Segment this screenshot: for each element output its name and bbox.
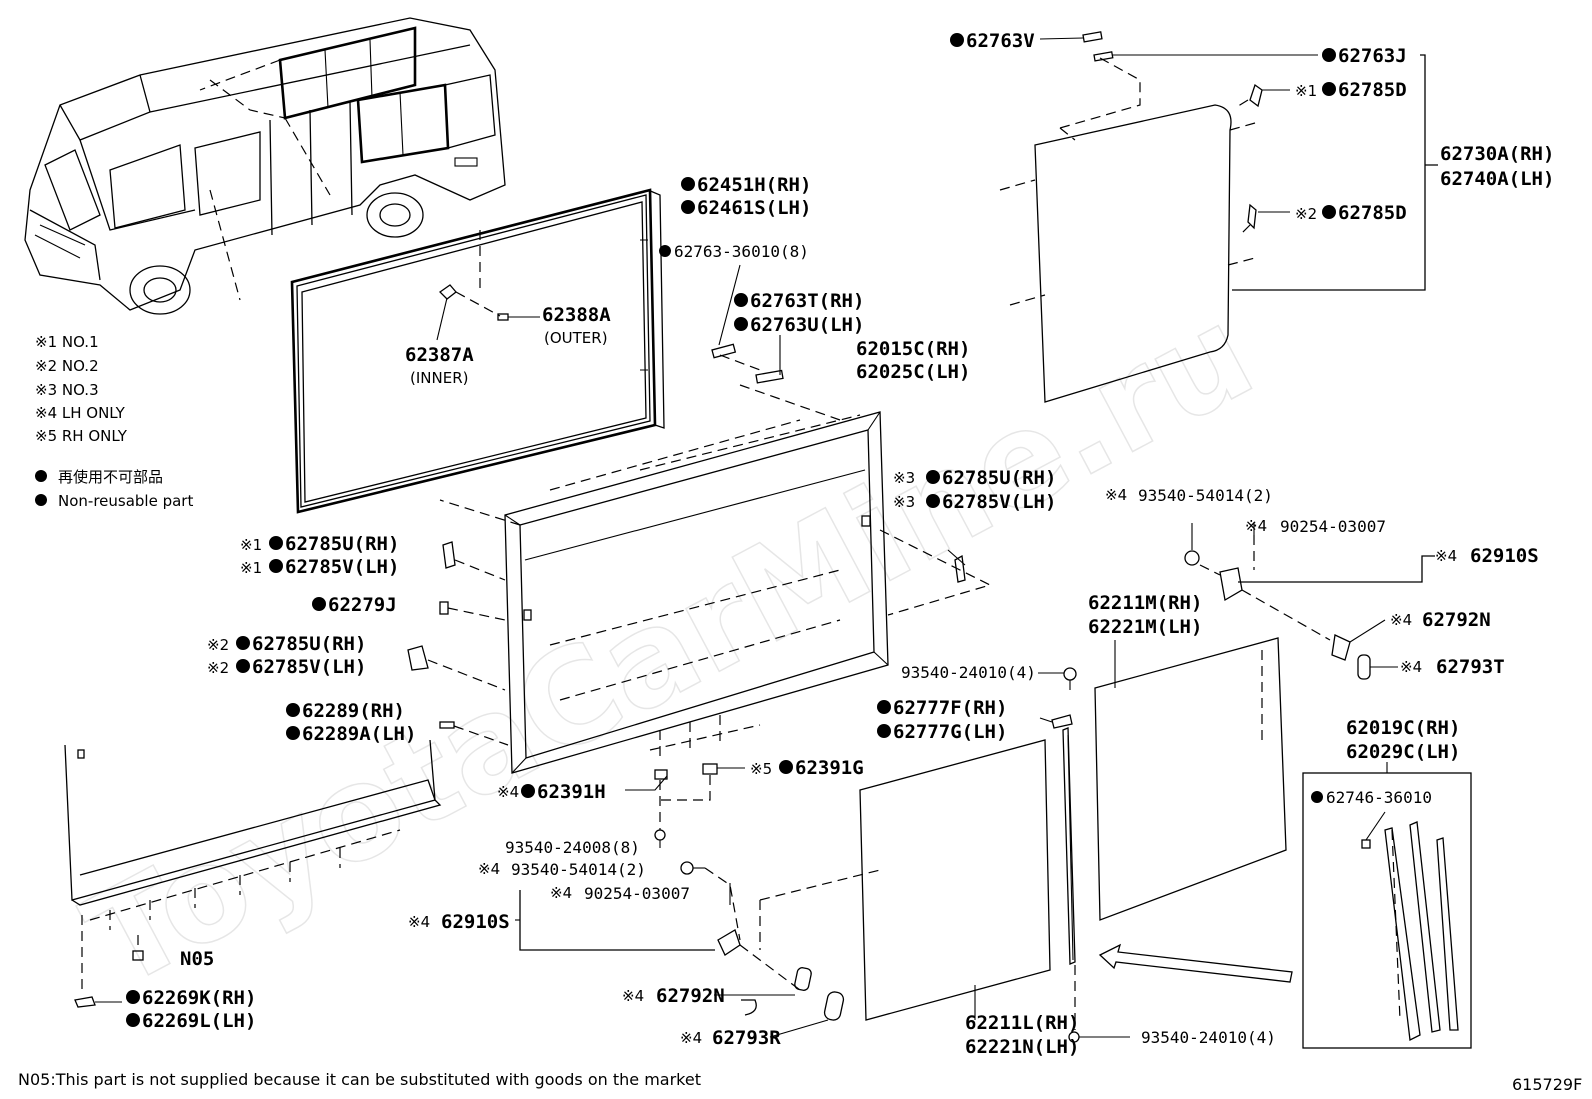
label-62763J: 62763J — [1338, 45, 1407, 67]
note-mark: ※4 — [1400, 658, 1422, 676]
note-mark: ※2 — [207, 636, 229, 654]
label-62740A: 62740A(LH) — [1440, 168, 1554, 190]
label-62793R: 62793R — [712, 1027, 781, 1049]
label-62211L: 62211L(RH) — [965, 1012, 1079, 1034]
label-62221N: 62221N(LH) — [965, 1036, 1079, 1058]
label-62785U-2: 62785U(RH) — [252, 633, 366, 655]
note-mark: ※1 — [240, 536, 262, 554]
label-62793T: 62793T — [1436, 656, 1505, 678]
label-62763T: 62763T(RH) — [750, 290, 864, 312]
label-93540-24008: 93540-24008(8) — [505, 838, 640, 857]
note-mark: ※3 — [893, 493, 915, 511]
note-mark: ※4 — [1435, 547, 1457, 565]
label-62910S-b: 62910S — [441, 911, 510, 933]
label-62029C: 62029C(LH) — [1346, 741, 1460, 763]
label-62792N-a: 62792N — [1422, 609, 1491, 631]
label-62910S-a: 62910S — [1470, 545, 1539, 567]
label-62763V: 62763V — [966, 30, 1035, 52]
label-62746-36010: 62746-36010 — [1326, 788, 1432, 807]
vehicle-illustration — [24, 17, 506, 315]
label-62730A: 62730A(RH) — [1440, 143, 1554, 165]
label-90254-03007-a: 90254-03007 — [1280, 517, 1386, 536]
note-mark: ※2 — [207, 659, 229, 677]
note-mark: ※1 — [1295, 82, 1317, 100]
legend-non-reusable-jp: 再使用不可部品 — [58, 468, 163, 486]
legend-non-reusable-en: Non-reusable part — [58, 492, 193, 510]
note-mark: ※4 — [497, 783, 519, 801]
note-mark: ※1 — [240, 559, 262, 577]
label-62785V-1: 62785V(LH) — [285, 556, 399, 578]
label-62763-36010: 62763-36010(8) — [674, 242, 809, 261]
label-62763U: 62763U(LH) — [750, 314, 864, 336]
note-mark: ※5 — [750, 760, 772, 778]
glass-frame-weatherstrip — [290, 188, 665, 514]
label-62269K: 62269K(RH) — [142, 987, 256, 1009]
label-93540-54014-a: 93540-54014(2) — [1138, 486, 1273, 505]
label-62391H: 62391H — [537, 781, 606, 803]
label-93540-24010-a: 93540-24010(4) — [901, 663, 1036, 682]
label-62269L: 62269L(LH) — [142, 1010, 256, 1032]
note-mark: ※4 — [550, 884, 572, 902]
label-62785D-2: 62785D — [1338, 202, 1407, 224]
legend-note-3: ※3 NO.3 — [35, 381, 99, 399]
label-62025C: 62025C(LH) — [856, 361, 970, 383]
note-mark: ※4 — [680, 1029, 702, 1047]
note-mark: ※4 — [408, 913, 430, 931]
note-mark: ※4 — [622, 987, 644, 1005]
label-62777F: 62777F(RH) — [893, 697, 1007, 719]
note-mark: ※4 — [1245, 517, 1267, 535]
label-62387A: 62387A — [405, 344, 474, 366]
label-93540-54014-b: 93540-54014(2) — [511, 860, 646, 879]
diagram-id: 615729F — [1512, 1075, 1582, 1094]
label-62019C: 62019C(RH) — [1346, 717, 1460, 739]
legend-note-2: ※2 NO.2 — [35, 357, 99, 375]
label-62785V-3: 62785V(LH) — [942, 491, 1056, 513]
note-mark: ※2 — [1295, 205, 1317, 223]
label-62785U-1: 62785U(RH) — [285, 533, 399, 555]
note-mark: ※4 — [1105, 486, 1127, 504]
label-90254-03007-b: 90254-03007 — [584, 884, 690, 903]
label-outer: (OUTER) — [544, 329, 608, 347]
label-62785V-2: 62785V(LH) — [252, 656, 366, 678]
legend-note-5: ※5 RH ONLY — [35, 427, 128, 445]
label-62388A: 62388A — [542, 304, 611, 326]
lower-rail-channel — [64, 739, 442, 930]
label-62777G: 62777G(LH) — [893, 721, 1007, 743]
footnote: N05:This part is not supplied because it… — [18, 1070, 701, 1089]
non-reusable-dot-icon — [35, 470, 47, 482]
part-labels: 62763V 62763J ※1 62785D 62730A(RH) 62740… — [126, 30, 1554, 1058]
label-62015C: 62015C(RH) — [856, 338, 970, 360]
note-mark: ※4 — [478, 860, 500, 878]
label-62792N-b: 62792N — [656, 985, 725, 1007]
legend-note-4: ※4 LH ONLY — [35, 404, 126, 422]
note-mark: ※3 — [893, 469, 915, 487]
rear-glass-panel — [1094, 637, 1287, 921]
label-62451H: 62451H(RH) — [697, 174, 811, 196]
label-62785U-3: 62785U(RH) — [942, 467, 1056, 489]
sliding-glass-panel — [859, 739, 1051, 1021]
label-62289A: 62289A(LH) — [302, 723, 416, 745]
non-reusable-dot-icon — [35, 494, 47, 506]
fixed-glass-panel — [1034, 104, 1232, 403]
label-62785D-1: 62785D — [1338, 79, 1407, 101]
inset-box — [1302, 772, 1472, 1049]
note-mark: ※4 — [1390, 611, 1412, 629]
label-62391G: 62391G — [795, 757, 864, 779]
label-62211M: 62211M(RH) — [1088, 592, 1202, 614]
label-62279J: 62279J — [328, 594, 397, 616]
label-62289: 62289(RH) — [302, 700, 405, 722]
sliding-sash-frame — [504, 411, 889, 774]
label-93540-24010-b: 93540-24010(4) — [1141, 1028, 1276, 1047]
label-62221M: 62221M(LH) — [1088, 616, 1202, 638]
label-inner: (INNER) — [410, 369, 468, 387]
label-62461S: 62461S(LH) — [697, 197, 811, 219]
legend: ※1 NO.1 ※2 NO.2 ※3 NO.3 ※4 LH ONLY ※5 RH… — [35, 333, 193, 510]
legend-note-1: ※1 NO.1 — [35, 333, 99, 351]
label-N05: N05 — [180, 948, 214, 970]
